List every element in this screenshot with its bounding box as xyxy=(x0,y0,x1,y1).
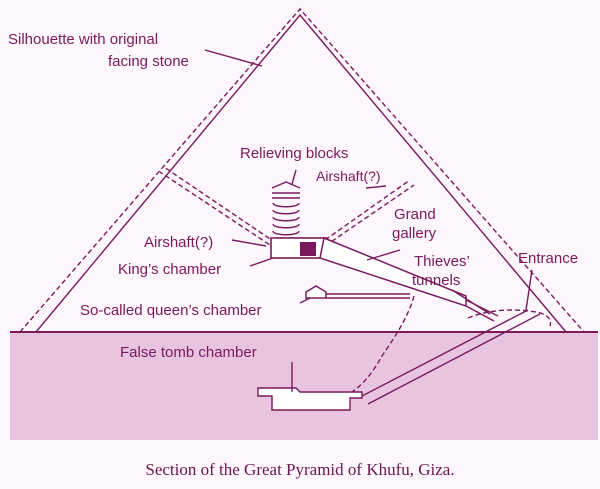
airshaft-left-pointer xyxy=(231,239,267,247)
label-thieves-line1: Thieves’ xyxy=(414,253,470,270)
airshaft-right-line xyxy=(324,179,411,241)
descending-passage-b xyxy=(367,313,541,405)
well-shaft xyxy=(351,295,415,393)
relieving-pointer xyxy=(291,169,297,185)
kings-chamber-antechamber xyxy=(300,242,316,256)
grand-gallery-pointer xyxy=(366,249,401,261)
queens-chamber-shape xyxy=(305,285,327,299)
pyramid-facing-outline xyxy=(19,7,585,333)
bedrock-area xyxy=(10,332,598,440)
entrance-pointer xyxy=(525,269,533,311)
label-silhouette-line2: facing stone xyxy=(108,53,189,70)
label-grand-line2: gallery xyxy=(392,225,437,242)
label-grand-line1: Grand xyxy=(394,206,436,223)
thieves-tunnel xyxy=(467,309,552,327)
airshaft-right-pointer xyxy=(365,185,387,189)
label-relieving-blocks: Relieving blocks xyxy=(240,145,348,162)
kings-chamber-shape xyxy=(270,237,328,259)
false-tomb-shape xyxy=(257,387,363,411)
descending-passage xyxy=(361,309,529,397)
label-queens-chamber: So-called queen’s chamber xyxy=(80,302,262,319)
silhouette-pointer xyxy=(204,49,263,67)
label-kings-chamber: King’s chamber xyxy=(118,261,221,278)
thieves-pointer xyxy=(451,289,491,315)
label-thieves-line2: tunnels xyxy=(412,272,460,289)
queens-pointer xyxy=(299,297,311,304)
airshaft-right-line-b xyxy=(324,184,415,247)
label-airshaft-right: Airshaft(?) xyxy=(316,168,381,184)
airshaft-left-line xyxy=(163,166,277,244)
label-airshaft-left: Airshaft(?) xyxy=(144,234,213,251)
pyramid-core-outline xyxy=(35,13,567,333)
label-entrance: Entrance xyxy=(518,250,578,267)
label-silhouette-line1: Silhouette with original xyxy=(8,31,158,48)
figure-caption: Section of the Great Pyramid of Khufu, G… xyxy=(145,460,454,479)
label-false-tomb: False tomb chamber xyxy=(120,344,257,361)
airshaft-left-line-b xyxy=(159,171,277,250)
relieving-blocks-shape xyxy=(271,181,301,236)
kings-chamber-pointer xyxy=(249,257,274,267)
